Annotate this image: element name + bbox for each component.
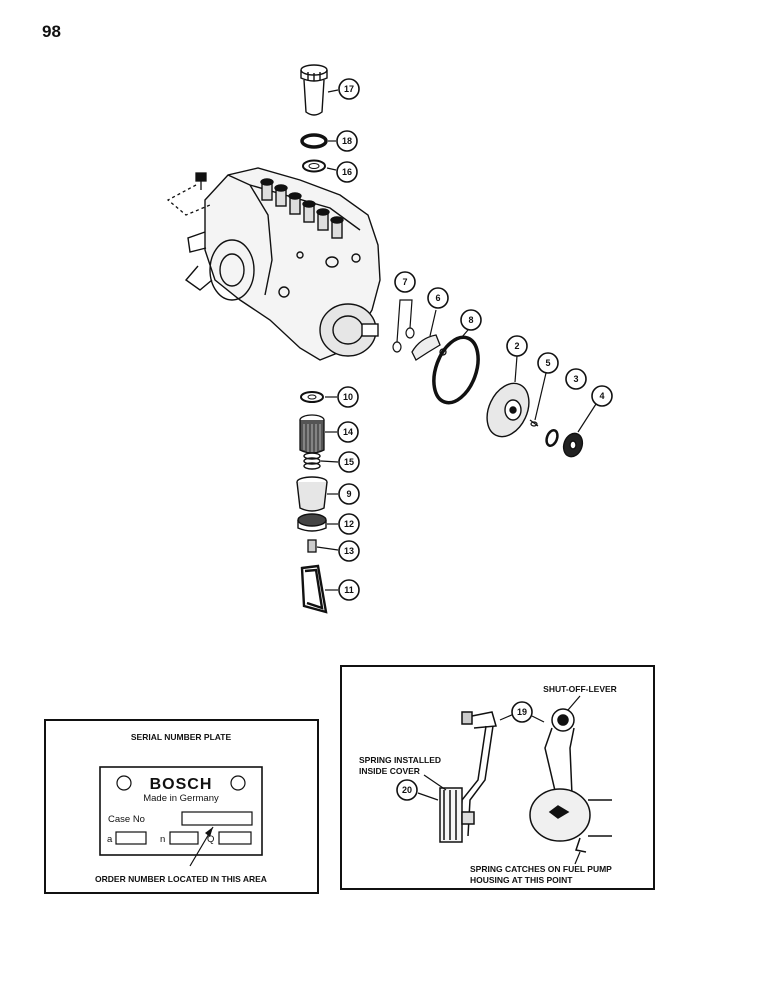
- callout-4: 4: [577, 385, 613, 433]
- part-18-seal-ring: [300, 133, 328, 149]
- svg-text:4: 4: [599, 391, 604, 401]
- part-7-plugs: [392, 327, 415, 353]
- part-14-filter-element: [299, 414, 325, 454]
- spring-catches-label-1: SPRING CATCHES ON FUEL PUMP: [470, 864, 612, 874]
- part-15-spring: [303, 452, 321, 470]
- callout-9: 9: [327, 483, 360, 505]
- svg-text:10: 10: [343, 392, 353, 402]
- svg-text:13: 13: [344, 546, 354, 556]
- svg-text:16: 16: [342, 167, 352, 177]
- callout-10: 10: [325, 386, 359, 408]
- shut-off-lever-label: SHUT-OFF-LEVER: [543, 684, 617, 694]
- callout-11: 11: [325, 579, 360, 601]
- callout-3: 3: [565, 368, 587, 390]
- plate-made-in: Made in Germany: [143, 793, 219, 804]
- plate-brand: BOSCH: [150, 776, 213, 793]
- callout-5: 5: [534, 352, 559, 421]
- pump-bolt: [166, 172, 211, 216]
- callout-12: 12: [327, 513, 360, 535]
- page-number: 98: [42, 22, 61, 41]
- serial-plate-title: SERIAL NUMBER PLATE: [131, 732, 232, 742]
- callout-13: 13: [316, 540, 360, 562]
- bosch-plate: BOSCH Made in Germany Case No a n Q: [99, 766, 263, 856]
- part-10-washer: [300, 391, 324, 403]
- plate-field-q: Q: [207, 834, 214, 845]
- svg-text:15: 15: [344, 457, 354, 467]
- part-9-filter-bowl: [296, 476, 328, 512]
- callout-20: 20: [396, 779, 439, 801]
- part-16-washer: [302, 159, 326, 173]
- part-3-lock-washer: [545, 429, 559, 447]
- svg-text:7: 7: [402, 277, 407, 287]
- callout-2: 2: [506, 335, 528, 383]
- svg-text:11: 11: [344, 585, 354, 595]
- callout-16: 16: [326, 161, 358, 183]
- part-17-cap: [300, 64, 328, 116]
- part-4-nut: [562, 432, 584, 458]
- svg-text:18: 18: [342, 136, 352, 146]
- svg-text:5: 5: [545, 358, 550, 368]
- svg-text:17: 17: [344, 84, 354, 94]
- spring-installed-label-1: SPRING INSTALLED: [359, 755, 441, 765]
- part-8-o-ring: [432, 335, 480, 405]
- callout-14: 14: [325, 421, 359, 443]
- svg-text:20: 20: [402, 785, 412, 795]
- callout-17: 17: [327, 78, 360, 100]
- callout-19: 19: [499, 701, 545, 723]
- part-12-bowl-base: [297, 513, 327, 532]
- svg-text:6: 6: [435, 293, 440, 303]
- part-13-plug: [307, 539, 317, 553]
- plate-case-no: Case No: [108, 814, 145, 825]
- spring-bracket: [439, 711, 497, 843]
- callout-7: 7: [394, 271, 416, 343]
- serial-plate-box: SERIAL NUMBER PLATE BOSCH Made in German…: [44, 719, 319, 894]
- svg-text:8: 8: [468, 315, 473, 325]
- callout-18: 18: [328, 130, 358, 152]
- spring-installed-label-2: INSIDE COVER: [359, 766, 420, 776]
- part-11-clamp: [300, 564, 328, 614]
- callout-8: 8: [460, 309, 482, 338]
- plate-field-a: a: [107, 834, 113, 845]
- svg-text:14: 14: [343, 427, 353, 437]
- part-2-drive-plate: [486, 382, 530, 438]
- plate-field-n: n: [160, 834, 165, 845]
- svg-text:12: 12: [344, 519, 354, 529]
- callout-15: 15: [320, 451, 360, 473]
- injection-pump-body: [184, 167, 381, 361]
- svg-text:2: 2: [514, 341, 519, 351]
- shutoff-detail-box: SHUT-OFF-LEVER 19: [340, 665, 655, 890]
- part-5-key: [529, 419, 539, 427]
- shut-off-lever: [529, 708, 612, 853]
- svg-text:9: 9: [346, 489, 351, 499]
- callout-6: 6: [427, 287, 449, 337]
- svg-text:19: 19: [517, 707, 527, 717]
- svg-text:3: 3: [573, 374, 578, 384]
- spring-catches-label-2: HOUSING AT THIS POINT: [470, 875, 573, 885]
- serial-plate-caption: ORDER NUMBER LOCATED IN THIS AREA: [95, 874, 267, 884]
